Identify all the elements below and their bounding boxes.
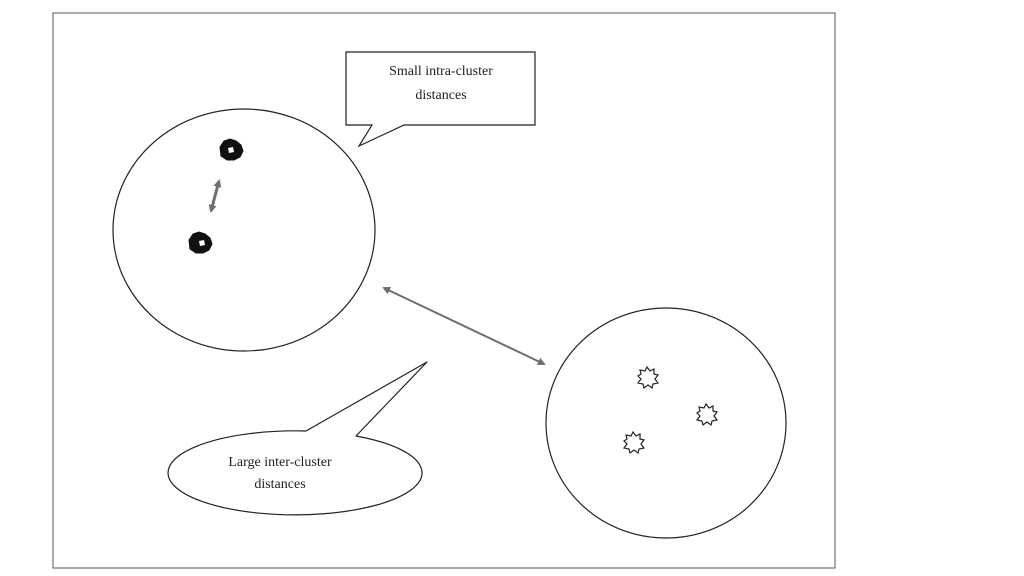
cluster-b-point-2 [695, 402, 719, 427]
intra-callout-box [345, 51, 536, 148]
inter-callout-line-2: distances [254, 477, 305, 492]
cluster-b-point-3 [622, 430, 646, 455]
inter-cluster-arrow [382, 286, 546, 366]
cluster-a-point-1 [219, 138, 244, 161]
intra-cluster-arrow [208, 179, 222, 213]
cluster-b-circle [545, 307, 787, 539]
cluster-a-point-2 [188, 231, 213, 254]
cluster-b-point-1 [636, 365, 660, 390]
intra-callout-line-2: distances [415, 88, 466, 103]
intra-callout-line-1: Small intra-cluster [389, 64, 493, 79]
inter-callout-line-1: Large inter-cluster [228, 455, 332, 470]
inter-callout-balloon [167, 361, 428, 516]
cluster-a-circle [112, 108, 376, 352]
